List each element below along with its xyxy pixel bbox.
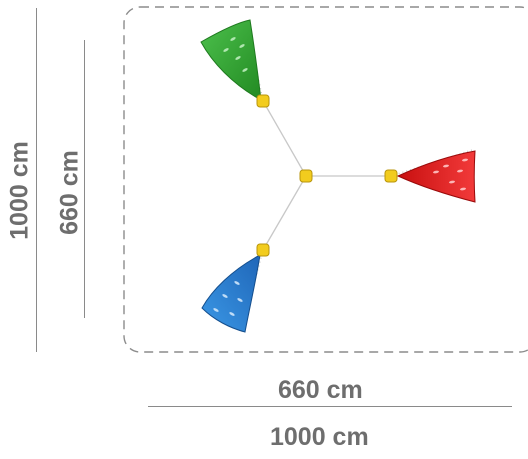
connector-center — [299, 169, 313, 183]
green-sail — [200, 19, 262, 101]
cable-blue — [262, 175, 307, 251]
inner-width-label: 660 cm — [278, 376, 363, 404]
outer-width-label: 1000 cm — [270, 423, 369, 451]
red-sail — [396, 150, 476, 203]
connector-red — [384, 169, 398, 183]
footprint-boundary — [123, 6, 528, 353]
blue-sail — [201, 254, 261, 333]
cable-green — [262, 100, 307, 177]
inner-height-line — [84, 40, 85, 318]
outer-height-line — [36, 8, 37, 352]
outer-width-line — [148, 406, 512, 407]
connectors — [256, 94, 398, 257]
connector-green — [256, 94, 270, 108]
connector-blue — [256, 243, 270, 257]
